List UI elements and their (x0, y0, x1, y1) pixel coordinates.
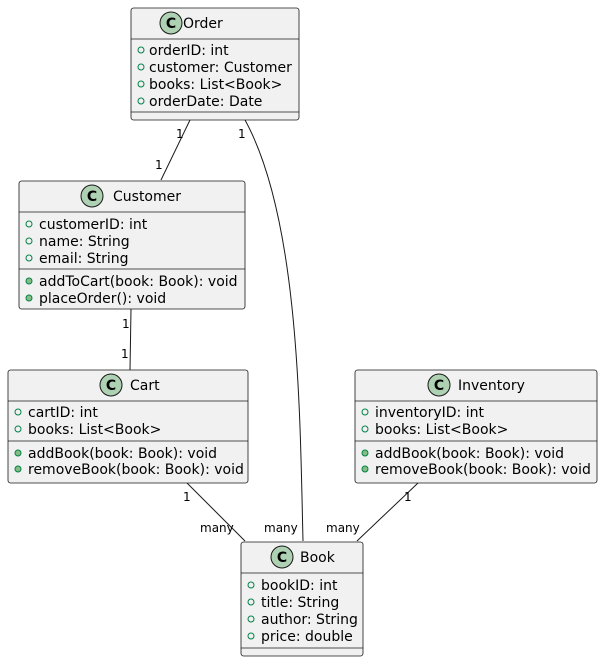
public-field-icon (137, 97, 145, 105)
method: addBook(book: Book): void (28, 446, 217, 462)
svg-text:C: C (87, 189, 97, 205)
svg-text:C: C (434, 378, 444, 394)
class-name: Cart (130, 378, 160, 394)
public-field-icon (137, 63, 145, 71)
class-customer[interactable]: C Customer customerID: int name: String … (18, 180, 246, 310)
method: addToCart(book: Book): void (39, 274, 238, 290)
public-field-icon (137, 46, 145, 54)
public-field-icon (247, 598, 255, 606)
svg-text:C: C (277, 550, 287, 566)
class-badge-icon: C (427, 373, 451, 397)
field: name: String (39, 234, 130, 250)
public-field-icon (361, 425, 369, 433)
class-badge-icon: C (99, 373, 123, 397)
svg-text:C: C (166, 16, 176, 32)
class-name: Book (300, 550, 336, 566)
public-field-icon (25, 237, 33, 245)
field: orderDate: Date (149, 94, 262, 110)
edge-cart-book (186, 482, 246, 542)
edge-inventory-book (356, 482, 419, 542)
method: removeBook(book: Book): void (28, 462, 244, 478)
method: addBook(book: Book): void (375, 446, 564, 462)
field: bookID: int (261, 578, 338, 594)
field: price: double (261, 629, 353, 645)
public-method-icon (361, 449, 369, 457)
public-method-icon (14, 449, 22, 457)
public-field-icon (247, 615, 255, 623)
mult-cart-book-to: many (200, 521, 234, 535)
method: removeBook(book: Book): void (375, 462, 591, 478)
field: email: String (39, 251, 129, 267)
public-field-icon (14, 408, 22, 416)
class-badge-icon: C (80, 184, 104, 208)
class-book[interactable]: C Book bookID: int title: String author:… (240, 541, 364, 657)
edge-order-customer (160, 119, 191, 181)
public-field-icon (247, 632, 255, 640)
public-method-icon (25, 294, 33, 302)
svg-text:C: C (106, 378, 116, 394)
class-inventory[interactable]: C Inventory inventoryID: int books: List… (354, 369, 598, 484)
field: customer: Customer (149, 60, 292, 76)
field: title: String (261, 595, 339, 611)
field: author: String (261, 612, 358, 628)
class-name: Customer (113, 189, 181, 205)
field: books: List<Book> (149, 77, 282, 93)
mult-order-customer-to: 1 (155, 158, 163, 172)
class-name: Inventory (458, 378, 525, 394)
mult-inventory-book-to: many (326, 521, 360, 535)
class-badge-icon: C (159, 11, 183, 35)
field: orderID: int (149, 43, 229, 59)
public-method-icon (14, 465, 22, 473)
class-order[interactable]: C Order orderID: int customer: Customer … (130, 7, 300, 121)
public-field-icon (361, 408, 369, 416)
public-method-icon (25, 277, 33, 285)
public-field-icon (25, 254, 33, 262)
field: books: List<Book> (28, 422, 161, 438)
public-field-icon (247, 581, 255, 589)
class-badge-icon: C (270, 545, 294, 569)
mult-cart-book-from: 1 (183, 490, 191, 504)
field: customerID: int (39, 217, 148, 233)
edge-customer-cart (129, 308, 132, 371)
field: books: List<Book> (375, 422, 508, 438)
class-cart[interactable]: C Cart cartID: int books: List<Book> add… (7, 369, 249, 484)
mult-inventory-book-from: 1 (404, 490, 412, 504)
class-name: Order (183, 16, 223, 32)
public-field-icon (137, 80, 145, 88)
mult-order-book-to: many (264, 521, 298, 535)
edge-order-book (244, 119, 304, 542)
field: inventoryID: int (375, 405, 484, 421)
mult-order-customer-from: 1 (176, 127, 184, 141)
mult-order-book-from: 1 (238, 127, 246, 141)
method: placeOrder(): void (39, 291, 166, 307)
public-field-icon (25, 220, 33, 228)
public-method-icon (361, 465, 369, 473)
mult-customer-cart-to: 1 (121, 347, 129, 361)
public-field-icon (14, 425, 22, 433)
mult-customer-cart-from: 1 (122, 317, 130, 331)
field: cartID: int (28, 405, 98, 421)
